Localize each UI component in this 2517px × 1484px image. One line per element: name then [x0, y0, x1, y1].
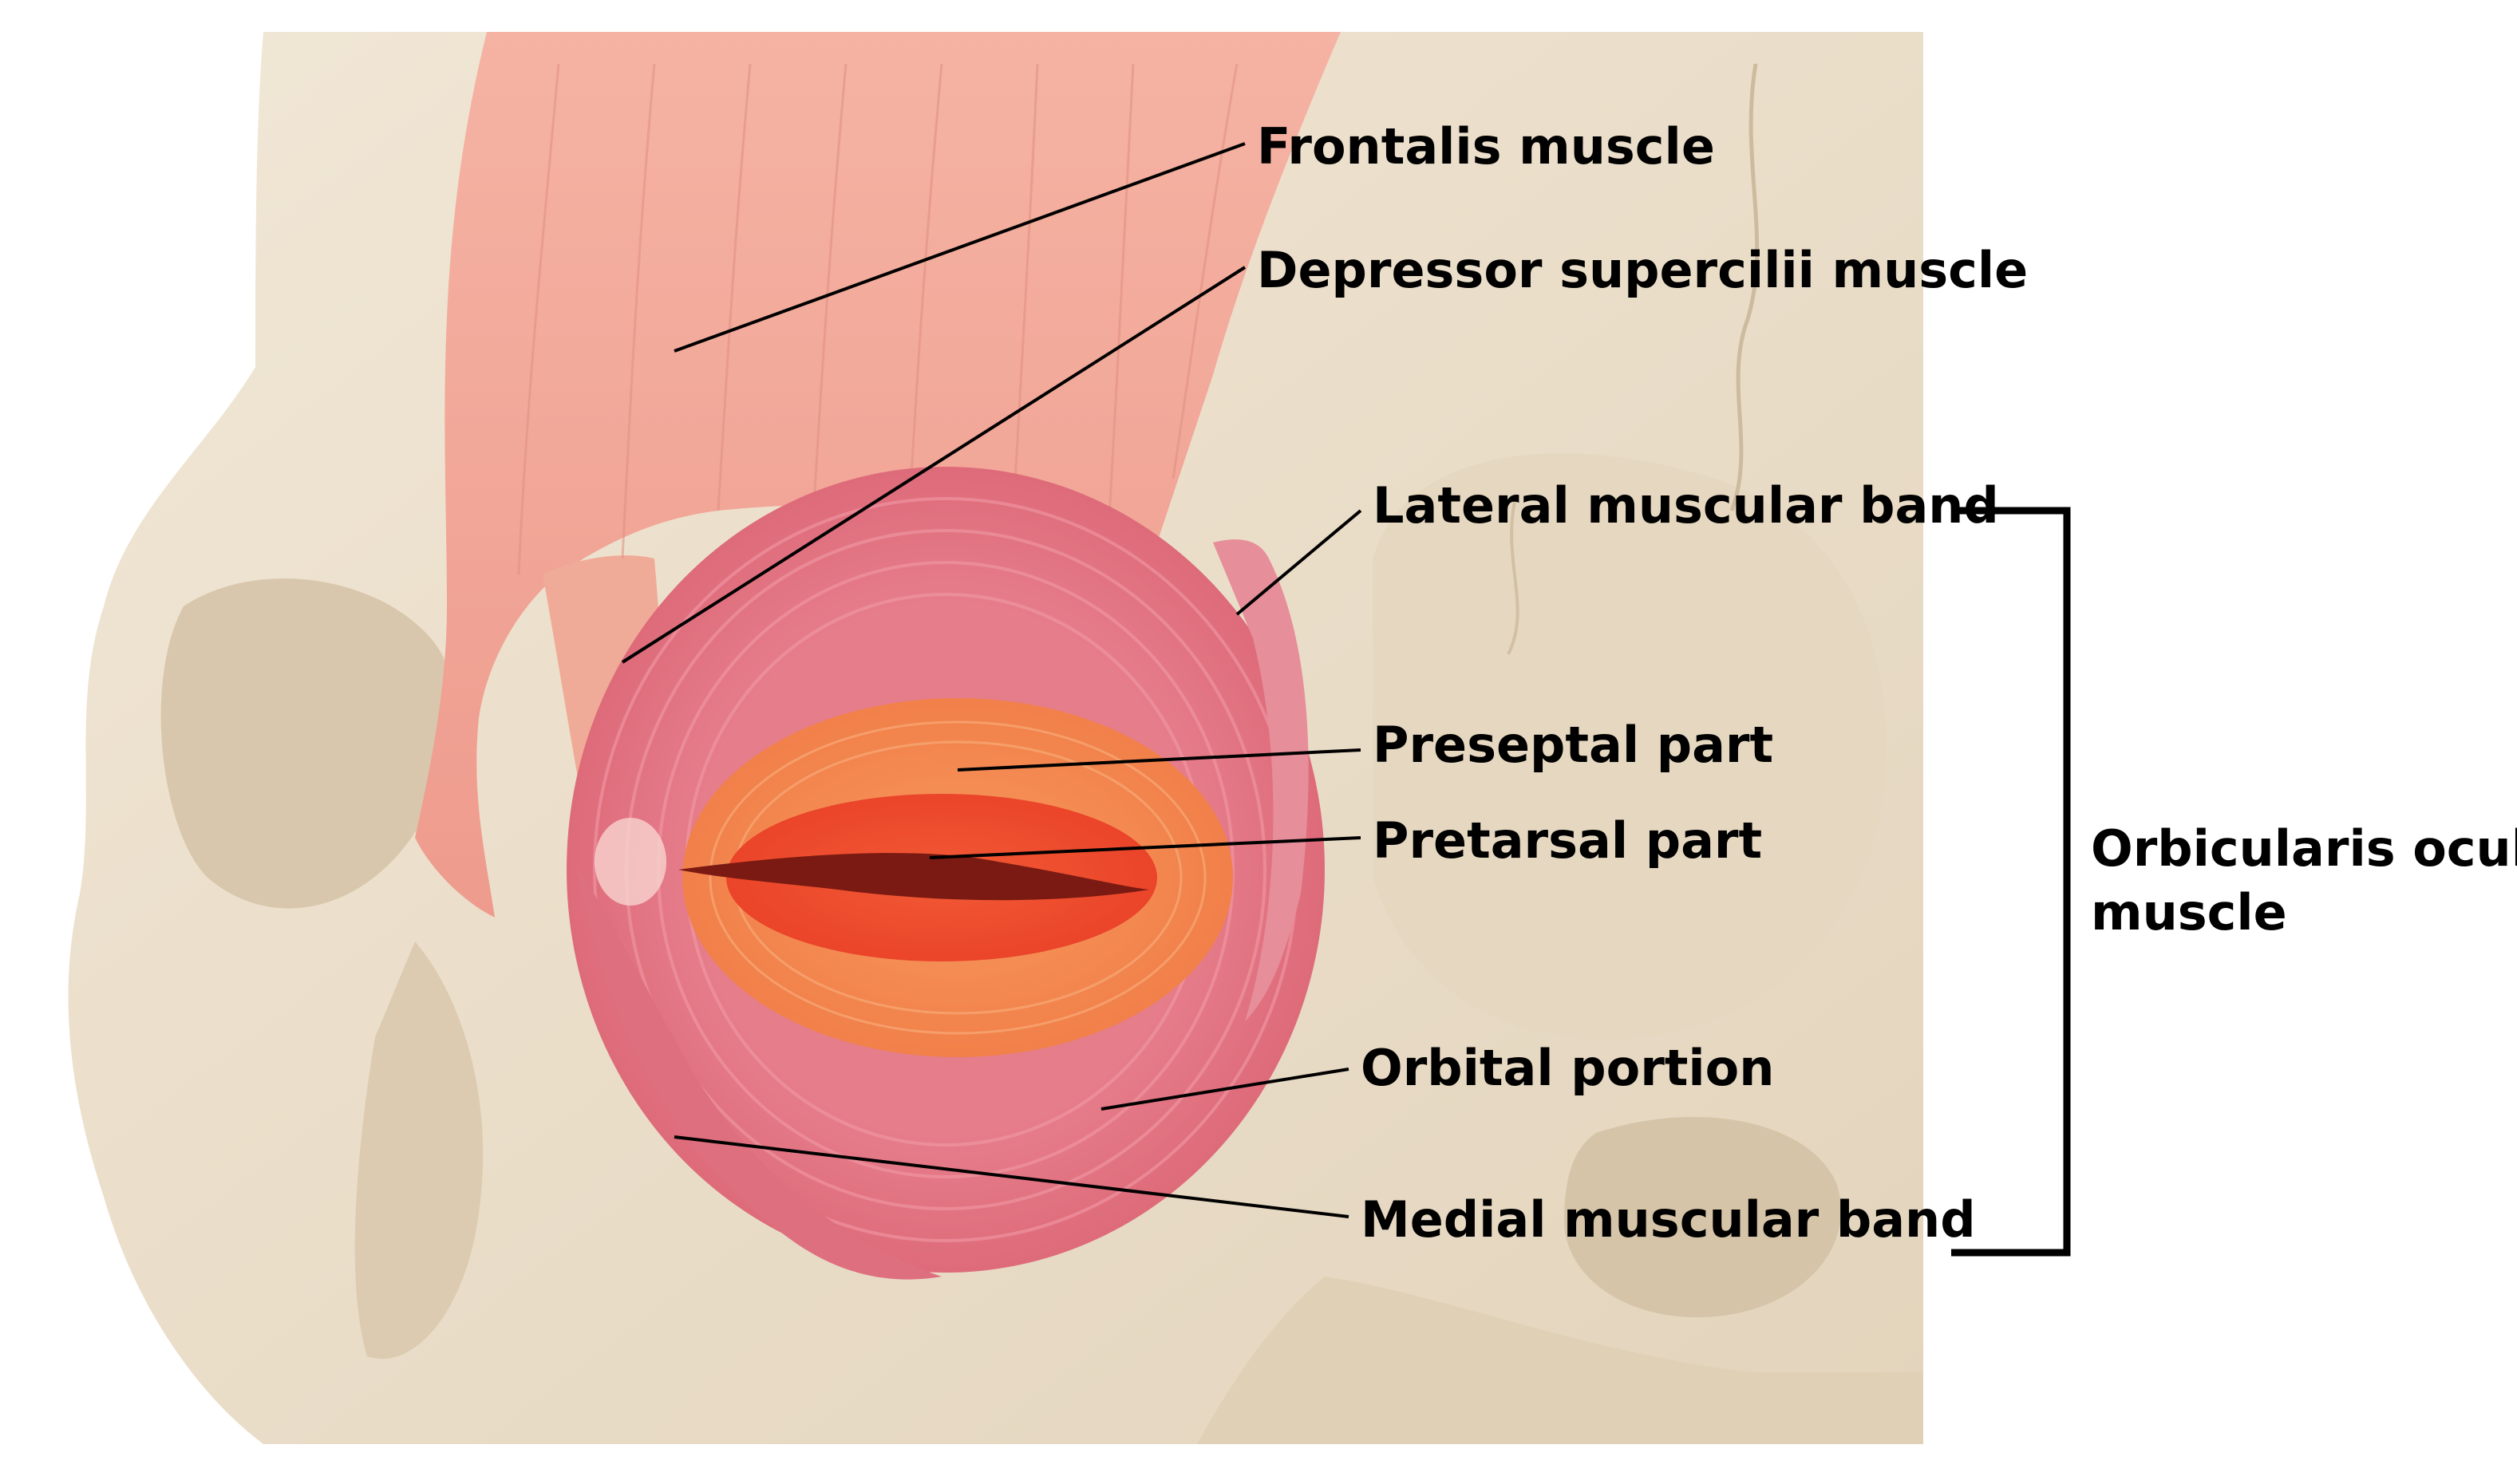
leader-orbital	[1100, 1068, 1349, 1111]
leader-depressor	[621, 266, 1247, 664]
zygomatic-shadow	[1564, 1117, 1841, 1318]
label-orbicularis-oculi-line2: muscle	[2091, 883, 2287, 941]
label-frontalis: Frontalis muscle	[1257, 117, 1715, 176]
maxilla-shadow	[354, 941, 484, 1360]
leader-preseptal	[957, 748, 1361, 772]
leader-lateral-band	[1235, 509, 1362, 616]
medial-canthal-tendon	[595, 818, 666, 906]
temporal-fossa	[1373, 453, 1887, 1040]
label-orbital-portion: Orbital portion	[1361, 1039, 1774, 1097]
leader-frontalis	[674, 142, 1246, 353]
cranial-suture	[1729, 63, 1760, 511]
leader-lines	[621, 142, 1362, 1218]
frontalis-fibers	[517, 63, 1239, 575]
bone-crease	[1507, 494, 1519, 655]
leader-pretarsal	[929, 836, 1361, 859]
zygomatic-arch	[1197, 1277, 1923, 1444]
label-preseptal-part: Preseptal part	[1373, 716, 1773, 774]
lateral-muscular-band	[1213, 539, 1309, 1021]
label-medial-muscular-band: Medial muscular band	[1361, 1190, 1976, 1249]
leader-medial-band	[674, 1135, 1349, 1218]
palpebral-fissure	[678, 853, 1149, 901]
label-pretarsal-part: Pretarsal part	[1373, 811, 1762, 870]
label-lateral-muscular-band: Lateral muscular band	[1373, 476, 1999, 535]
orbicularis-bracket	[1951, 507, 2071, 1257]
label-depressor-supercilii: Depressor supercilii muscle	[1257, 241, 2028, 299]
nasal-cavity-shadow	[160, 578, 455, 909]
label-orbicularis-oculi-line1: Orbicularis oculi	[2091, 819, 2517, 878]
medial-muscular-band	[575, 862, 942, 1280]
